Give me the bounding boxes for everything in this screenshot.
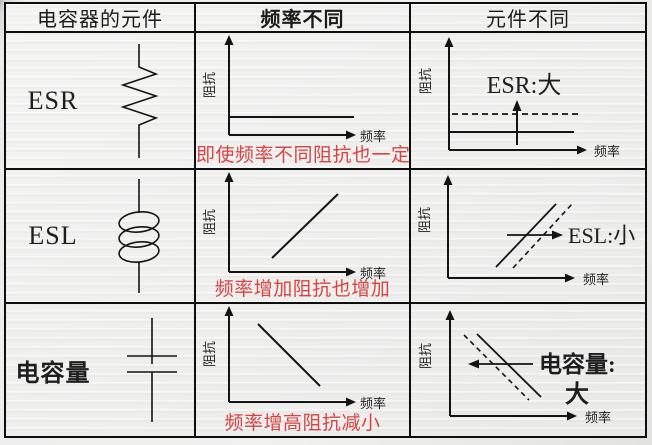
esr-comparison-graph: 阻抗 频率 ESR:大 — [418, 37, 620, 159]
frequency-axis-label: 频率 — [360, 266, 386, 281]
frequency-axis-label: 频率 — [594, 144, 620, 159]
frequency-axis-label: 频率 — [585, 410, 611, 425]
inductor-icon — [117, 179, 160, 293]
esr-comparison-plot-cell: 阻抗 频率 ESR:大 — [411, 33, 645, 170]
esl-comparison-graph: 阻抗 频率 ESL:小 — [417, 175, 635, 287]
resistor-icon — [120, 43, 159, 158]
esl-dashed-line — [512, 202, 574, 269]
header-cell-component: 电容器的元件 — [6, 4, 196, 33]
header-cell-frequency-differs: 频率不同 — [196, 4, 411, 33]
frequency-axis-label: 频率 — [360, 129, 386, 144]
esr-frequency-plot-cell: 阻抗 频率 即使频率不同阻抗也一定 — [196, 33, 411, 170]
left-shift-arrow-head — [468, 359, 479, 369]
capacitance-comparison-graph: 阻抗 频率 电容量: 大 — [418, 310, 616, 425]
impedance-axis-label: 阻抗 — [202, 341, 217, 367]
capacitor-elements-table: 电容器的元件 频率不同 元件不同 ESR 阻抗 频率 即使频率 — [4, 2, 647, 438]
impedance-axis-label: 阻抗 — [418, 68, 433, 94]
x-axis-arrow — [565, 273, 575, 283]
esl-frequency-graph: 阻抗 频率 — [202, 172, 386, 281]
frequency-axis-label: 频率 — [360, 396, 386, 411]
y-axis-arrow — [444, 37, 454, 47]
header-label-element-differs: 元件不同 — [486, 9, 570, 31]
esl-small-label: ESL:小 — [568, 223, 635, 248]
impedance-axis-label: 阻抗 — [202, 209, 217, 235]
y-axis-arrow — [224, 172, 234, 182]
esl-label: ESL — [28, 221, 78, 250]
x-axis-arrow — [346, 397, 356, 407]
right-shift-arrow-head — [552, 230, 563, 240]
falling-impedance-line — [257, 323, 321, 387]
y-axis-arrow — [445, 310, 455, 320]
capacitance-big-label-line2: 大 — [565, 381, 589, 408]
capacitance-comparison-plot-cell: 阻抗 频率 电容量: 大 — [411, 304, 645, 436]
capacitance-big-label-line1: 电容量: — [539, 351, 616, 377]
esl-comparison-plot-cell: 阻抗 频率 ESL:小 — [411, 170, 645, 304]
capacitance-dashed-line — [463, 334, 530, 401]
y-axis-arrow — [443, 175, 453, 185]
x-axis-arrow — [577, 145, 587, 155]
rising-impedance-line — [271, 193, 339, 259]
capacitance-frequency-caption: 频率增高阻抗减小 — [224, 413, 381, 434]
esl-frequency-caption: 频率增加阻抗也增加 — [214, 279, 391, 300]
esl-frequency-plot-cell: 阻抗 频率 频率增加阻抗也增加 — [196, 170, 411, 304]
esr-label: ESR — [27, 85, 79, 115]
capacitance-frequency-plot-cell: 阻抗 频率 频率增高阻抗减小 — [196, 304, 411, 436]
header-label-component: 电容器的元件 — [37, 9, 163, 31]
esl-component-cell: ESL — [6, 170, 196, 304]
esr-frequency-graph: 阻抗 频率 — [202, 35, 386, 144]
x-axis-arrow — [346, 130, 356, 140]
header-cell-element-differs: 元件不同 — [411, 4, 645, 33]
y-axis-arrow — [224, 306, 234, 316]
capacitance-label: 电容量 — [15, 360, 91, 387]
y-axis-arrow — [224, 35, 234, 45]
x-axis-arrow — [567, 411, 577, 421]
impedance-axis-label: 阻抗 — [202, 72, 217, 98]
capacitance-frequency-graph: 阻抗 频率 — [202, 306, 386, 411]
up-shift-arrow-head — [512, 100, 522, 111]
header-label-frequency-differs: 频率不同 — [260, 9, 345, 31]
x-axis-arrow — [346, 267, 356, 277]
esr-component-cell: ESR — [6, 33, 196, 170]
impedance-axis-label: 阻抗 — [418, 343, 433, 369]
capacitance-solid-line — [476, 333, 542, 398]
capacitance-component-cell: 电容量 — [6, 304, 196, 436]
frequency-axis-label: 频率 — [583, 272, 609, 287]
esr-big-label: ESR:大 — [487, 72, 562, 99]
impedance-axis-label: 阻抗 — [417, 207, 432, 233]
esr-frequency-caption: 即使频率不同阻抗也一定 — [196, 145, 411, 166]
capacitor-icon — [126, 318, 177, 422]
